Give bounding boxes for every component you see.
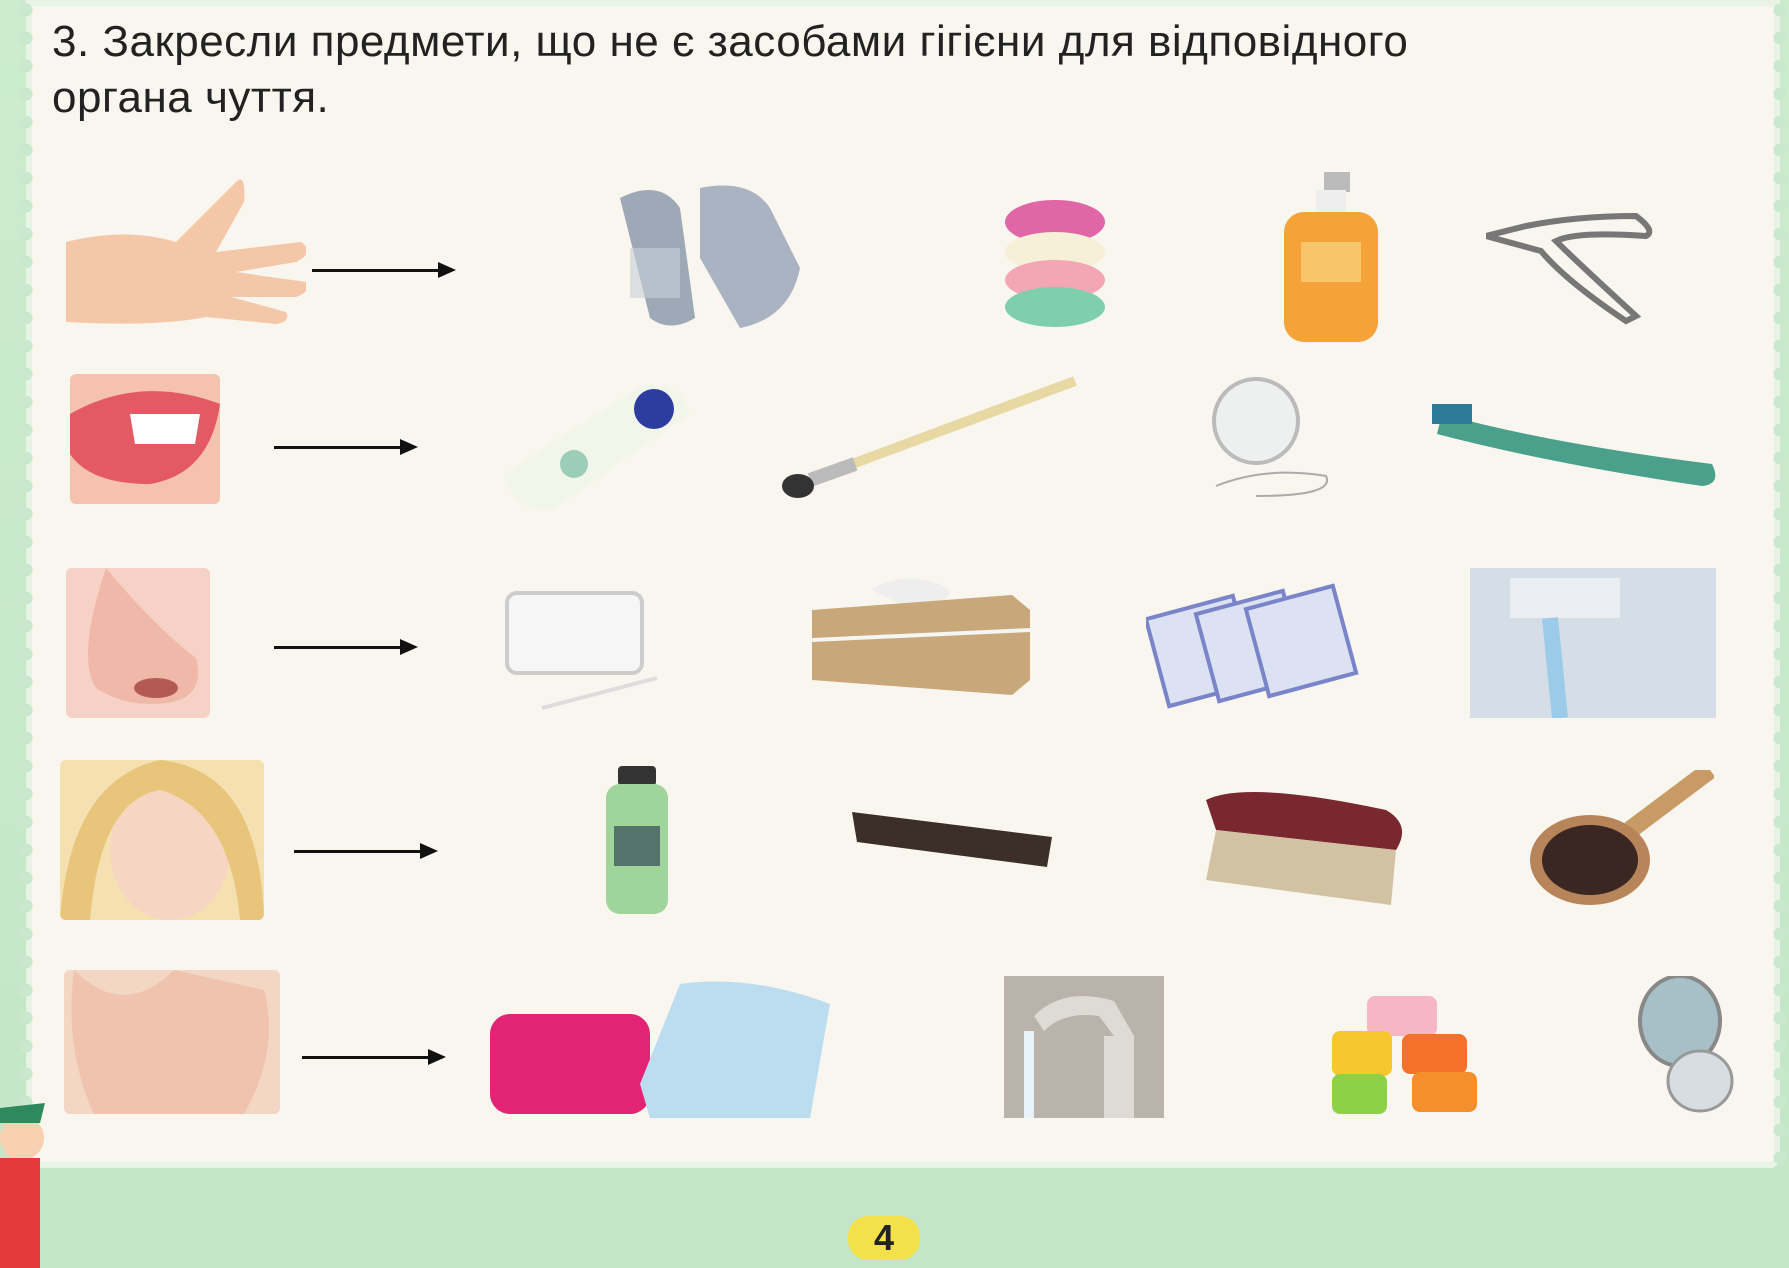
dental-floss-icon xyxy=(1212,377,1329,497)
soap-pieces-icon xyxy=(1332,996,1477,1114)
comb-icon xyxy=(852,812,1052,867)
towels-icon xyxy=(490,981,830,1118)
cartoon-girl-icon xyxy=(0,1103,45,1268)
task-line-1: 3. Закресли предмети, що не є засобами г… xyxy=(52,17,1409,66)
mouth-image xyxy=(70,374,220,504)
nose-image xyxy=(66,568,210,718)
arrow-body xyxy=(302,1049,446,1065)
arrow-nose xyxy=(274,639,418,655)
task-line-2: органа чуття. xyxy=(52,73,330,122)
mittens-icon xyxy=(620,185,800,328)
hairbrush-icon xyxy=(1530,770,1714,905)
arrow-mouth xyxy=(274,439,418,455)
girl-face-image xyxy=(60,760,264,920)
faucet-icon xyxy=(1004,976,1164,1118)
shoe-brush-icon xyxy=(1206,792,1403,905)
task-title: 3. Закресли предмети, що не є засобами г… xyxy=(52,14,1752,126)
liquid-soap-icon xyxy=(1284,172,1378,342)
tissue-box-icon xyxy=(812,578,1030,695)
soap-bars-icon xyxy=(1005,200,1105,327)
cotton-swabs-icon xyxy=(505,591,658,710)
page-number: 4 xyxy=(848,1216,920,1260)
hand-image xyxy=(66,179,306,324)
nail-clippers-icon xyxy=(1486,212,1653,325)
toothbrush-icon xyxy=(1432,404,1716,486)
handkerchiefs-icon xyxy=(1146,583,1359,709)
mirror-icon xyxy=(1638,976,1734,1113)
arrow-hair xyxy=(294,843,438,859)
arrow-hand xyxy=(312,262,456,278)
toothpaste-icon xyxy=(504,384,689,510)
shampoo-icon xyxy=(606,766,668,914)
paintbrush-icon xyxy=(782,376,1077,498)
water-tap-icon xyxy=(1470,568,1716,718)
baby-body-image xyxy=(64,970,280,1114)
